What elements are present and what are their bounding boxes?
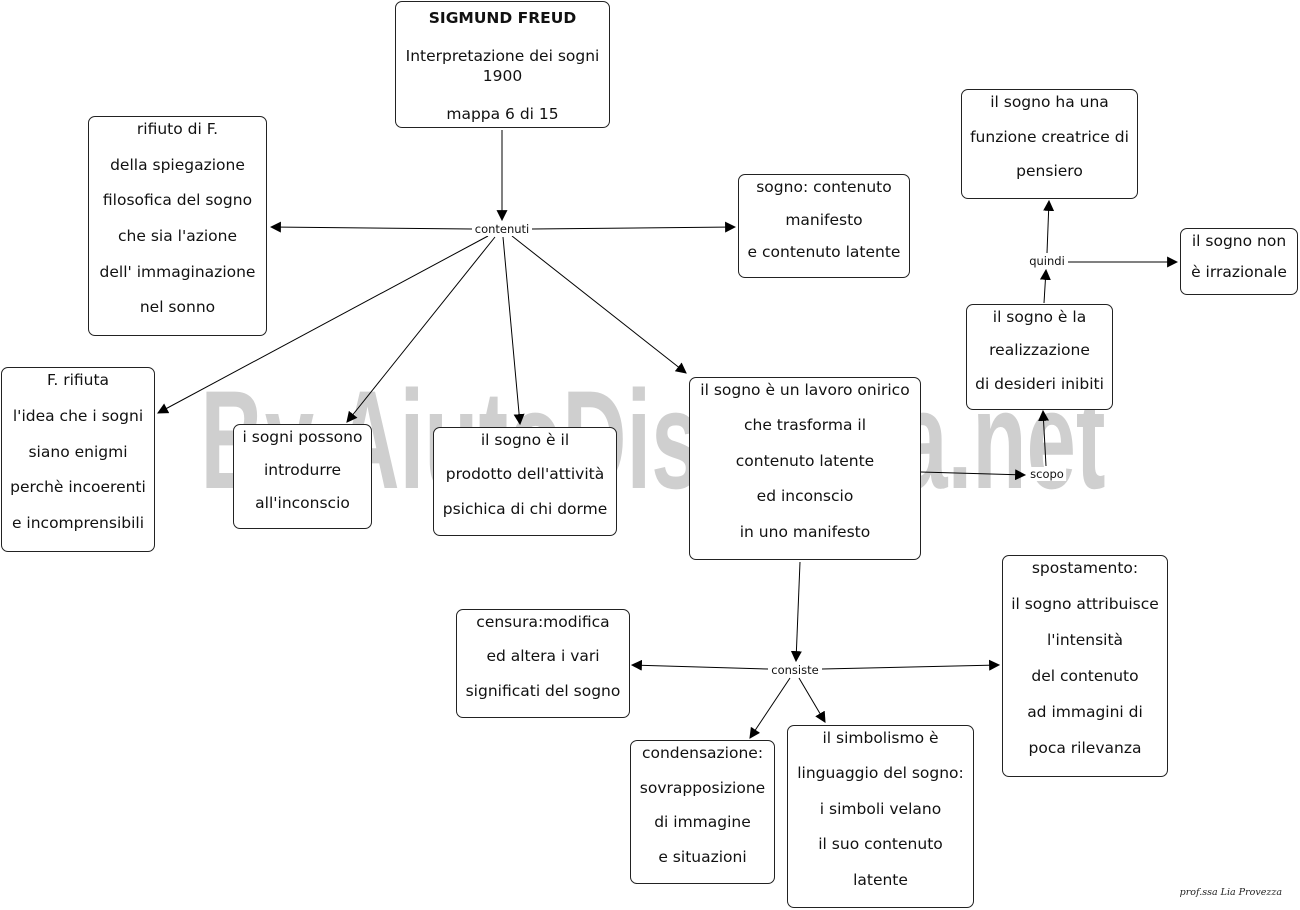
concept-line: realizzazione bbox=[989, 341, 1090, 360]
concept-line: contenuto latente bbox=[735, 451, 875, 470]
concept-line: linguaggio del sogno: bbox=[797, 764, 964, 783]
concept-line: il sogno attribuisce bbox=[1011, 595, 1159, 613]
connector-contenuti-rifiuto bbox=[269, 221, 473, 233]
concept-simbolismo: il simbolismo è linguaggio del sogno: i … bbox=[787, 725, 974, 908]
concept-line: l'intensità bbox=[1046, 631, 1124, 649]
concept-line: filosofica del sogno bbox=[102, 191, 253, 210]
concept-line: F. rifiuta bbox=[46, 371, 110, 389]
concept-line: è irrazionale bbox=[1191, 262, 1287, 281]
concept-line: il sogno non bbox=[1191, 232, 1287, 250]
concept-line: del contenuto bbox=[1031, 667, 1139, 685]
concept-line: manifesto bbox=[785, 210, 863, 229]
concept-line: ed altera i vari bbox=[486, 647, 600, 666]
concept-line: sogno: contenuto bbox=[756, 178, 892, 196]
connector-contenuti-prodotto bbox=[502, 236, 525, 426]
connector-lavoro-scopo bbox=[920, 469, 1027, 481]
concept-condensazione: condensazione: sovrapposizione di immagi… bbox=[630, 740, 775, 884]
connector-contenuti-manifesto bbox=[531, 221, 737, 233]
linking-word-quindi: quindi bbox=[1027, 254, 1067, 268]
concept-inconscio: i sogni possono introdurre all'inconscio bbox=[233, 424, 372, 529]
linking-word-contenuti: contenuti bbox=[472, 222, 532, 236]
root-title: SIGMUND FREUD bbox=[428, 9, 577, 27]
concept-line: il simbolismo è bbox=[822, 729, 939, 747]
concept-enigmi: F. rifiuta l'idea che i sogni siano enig… bbox=[1, 367, 155, 552]
concept-line: ad immagini di bbox=[1027, 703, 1143, 721]
concept-line: ed inconscio bbox=[756, 487, 854, 506]
connector-contenuti-inconscio bbox=[346, 236, 496, 423]
concept-line: rifiuto di F. bbox=[136, 120, 219, 138]
connector-contenuti-lavoro bbox=[511, 235, 687, 374]
concept-non-irrazionale: il sogno non è irrazionale bbox=[1180, 228, 1298, 295]
concept-line: in uno manifesto bbox=[739, 522, 871, 541]
concept-line: il sogno ha una bbox=[990, 93, 1109, 111]
concept-line: all'inconscio bbox=[255, 494, 350, 512]
concept-line: il sogno è la bbox=[992, 308, 1087, 326]
concept-line: poca rilevanza bbox=[1028, 739, 1142, 757]
author-signature: prof.ssa Lia Provezza bbox=[1179, 887, 1282, 898]
concept-line: censura:modifica bbox=[476, 613, 610, 631]
linking-word-scopo: scopo bbox=[1028, 467, 1066, 481]
concept-censura: censura:modifica ed altera i vari signif… bbox=[456, 609, 630, 718]
connector-lavoro-consiste bbox=[790, 561, 802, 663]
concept-line: spostamento: bbox=[1031, 559, 1139, 577]
concept-line: il suo contenuto bbox=[818, 835, 943, 854]
concept-line: condensazione: bbox=[641, 744, 764, 762]
concept-line: che sia l'azione bbox=[118, 227, 237, 246]
concept-line: psichica di chi dorme bbox=[442, 499, 608, 518]
concept-line: funzione creatrice di bbox=[970, 127, 1129, 146]
concept-line: e situazioni bbox=[658, 847, 747, 866]
concept-line: e contenuto latente bbox=[747, 243, 901, 262]
connector-consiste-condensazione bbox=[749, 677, 791, 739]
connector-scopo-realizzazione bbox=[1038, 409, 1050, 467]
concept-rifiuto: rifiuto di F. della spiegazione filosofi… bbox=[88, 116, 267, 336]
linking-word-consiste: consiste bbox=[769, 663, 821, 677]
root-footer: mappa 6 di 15 bbox=[446, 105, 559, 123]
concept-spostamento: spostamento: il sogno attribuisce l'inte… bbox=[1002, 555, 1168, 777]
root-subtitle-line: 1900 bbox=[482, 67, 523, 85]
concept-line: siano enigmi bbox=[28, 442, 128, 461]
concept-line: della spiegazione bbox=[110, 155, 245, 174]
concept-line: l'idea che i sogni bbox=[12, 406, 144, 425]
concept-line: il sogno è il bbox=[480, 431, 570, 449]
connector-consiste-simbolismo bbox=[798, 677, 826, 723]
concept-line: i sogni possono bbox=[242, 428, 363, 446]
concept-line: nel sonno bbox=[139, 298, 216, 317]
concept-line: sovrapposizione bbox=[639, 778, 766, 797]
concept-line: il sogno è un lavoro onirico bbox=[700, 381, 910, 399]
concept-line: perchè incoerenti bbox=[10, 478, 146, 497]
concept-line: di desideri inibiti bbox=[975, 374, 1104, 393]
root-subtitle-line: Interpretazione dei sogni bbox=[405, 47, 600, 65]
concept-contenuto-manifesto: sogno: contenuto manifesto e contenuto l… bbox=[738, 174, 910, 278]
concept-line: i simboli velano bbox=[819, 799, 942, 818]
root-concept-box: SIGMUND FREUD Interpretazione dei sogni … bbox=[395, 1, 610, 128]
concept-line: di immagine bbox=[654, 813, 751, 831]
concept-line: introdurre bbox=[263, 461, 342, 479]
concept-line: dell' immaginazione bbox=[99, 262, 256, 281]
concept-line: e incomprensibili bbox=[11, 514, 145, 533]
concept-funzione-creatrice: il sogno ha una funzione creatrice di pe… bbox=[961, 89, 1138, 199]
connector-consiste-censura bbox=[630, 659, 769, 671]
connector-consiste-spostamento bbox=[821, 659, 1001, 671]
concept-lavoro-onirico: il sogno è un lavoro onirico che trasfor… bbox=[689, 377, 921, 560]
concept-line: prodotto dell'attività bbox=[445, 465, 605, 484]
concept-line: significati del sogno bbox=[465, 681, 621, 700]
concept-line: che trasforma il bbox=[743, 416, 866, 435]
concept-line: latente bbox=[853, 870, 908, 889]
concept-realizzazione: il sogno è la realizzazione di desideri … bbox=[966, 304, 1113, 410]
connector-realizzazione-quindi bbox=[1039, 268, 1051, 304]
concept-prodotto: il sogno è il prodotto dell'attività psi… bbox=[433, 427, 617, 536]
connector-quindi-funzione bbox=[1043, 199, 1055, 254]
concept-line: pensiero bbox=[1016, 162, 1083, 181]
